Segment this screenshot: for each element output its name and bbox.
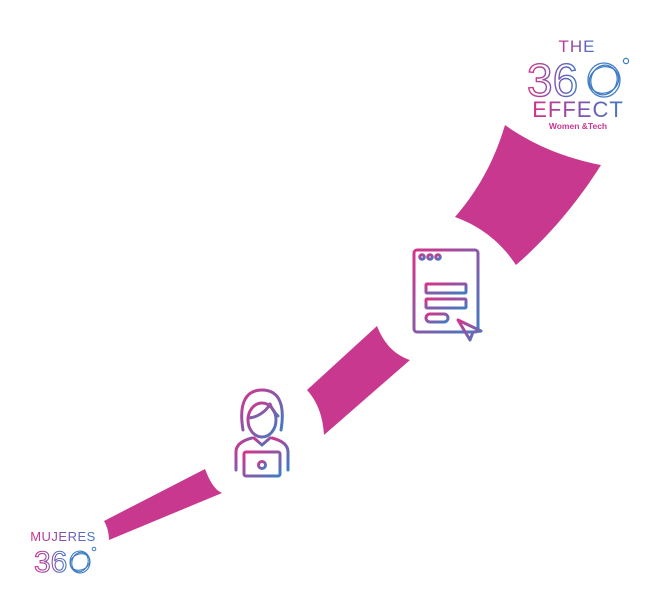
- logo-tagline: Women &Tech: [549, 121, 607, 131]
- logo-mujeres: MUJERES: [30, 529, 96, 544]
- journey-path: [104, 125, 601, 540]
- degree-icon: [622, 57, 630, 65]
- logo-zero-ring-icon-bottom: [69, 550, 91, 574]
- mujeres-360-logo: MUJERES 36: [30, 529, 97, 580]
- logo-digits-top: 36: [527, 54, 578, 106]
- browser-form-cursor-icon: [412, 248, 483, 342]
- logo-effect: EFFECT: [532, 97, 624, 122]
- path-segment-3: [455, 125, 601, 265]
- logo-digits-bottom: 36: [34, 546, 67, 579]
- degree-icon-bottom: [91, 546, 97, 552]
- path-segment-1: [104, 469, 222, 540]
- logo-zero-ring-icon: [587, 62, 621, 98]
- path-segment-2: [307, 326, 410, 435]
- logo-the: THE: [559, 37, 596, 56]
- woman-laptop-icon: [226, 388, 298, 480]
- the-360-effect-logo: THE 36 EFFECT Women &Tech: [526, 37, 630, 131]
